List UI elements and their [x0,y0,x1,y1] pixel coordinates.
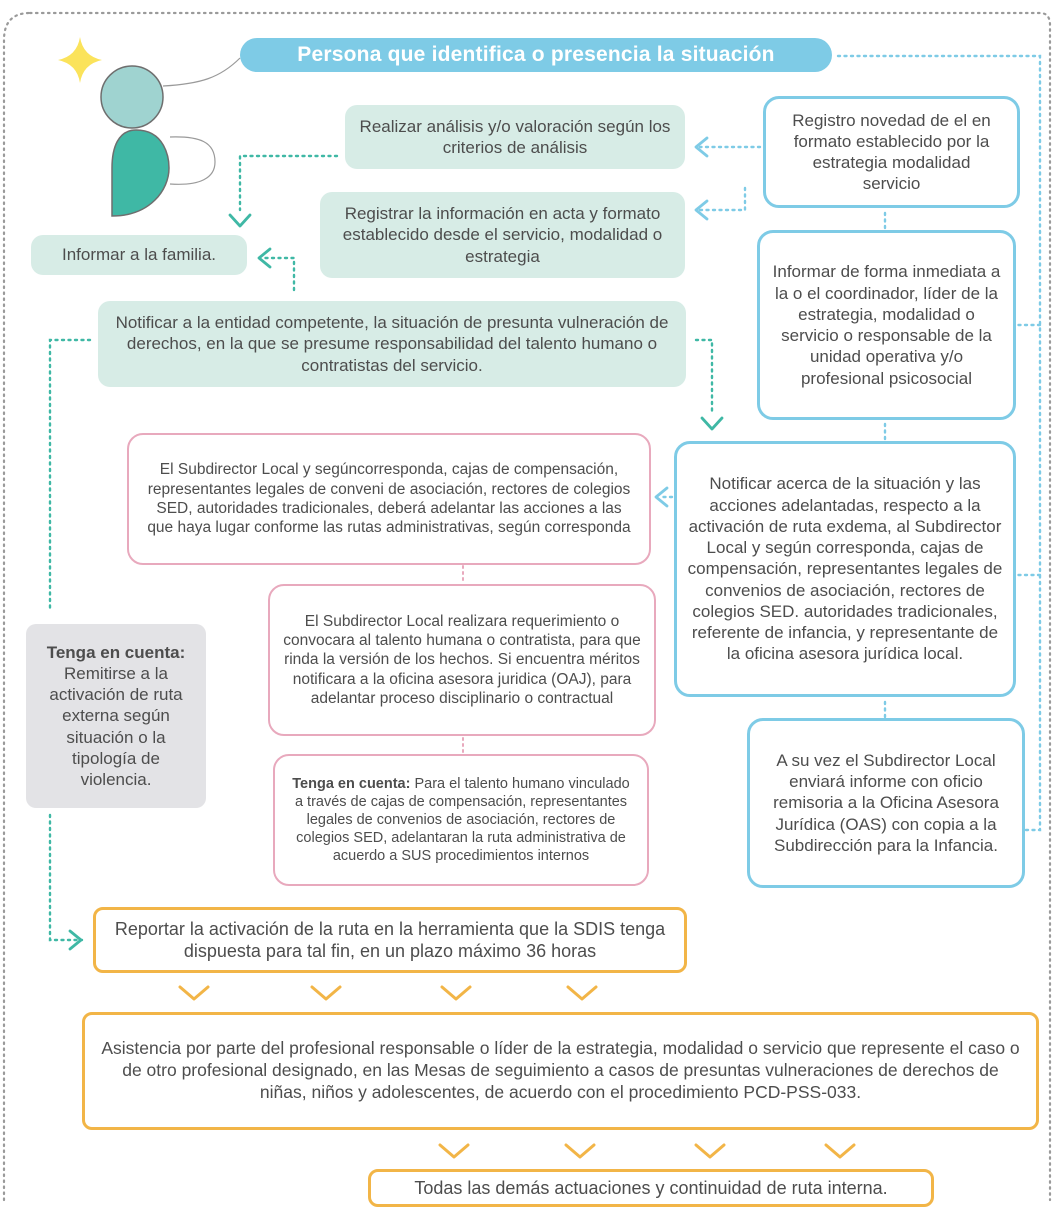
inform-coordinator-step: Informar de forma inmediata a la o el co… [757,230,1016,420]
requirement-step: El Subdirector Local realizara requerimi… [268,584,656,736]
notify-authority-step: Notificar a la entidad competente, la si… [98,301,686,387]
inform-family-step: Informar a la familia. [31,235,247,275]
chevron-down-icon [694,1143,726,1159]
report-route-step: Reportar la activación de la ruta en la … [93,907,687,973]
pink-note-label: Tenga en cuenta: [292,775,411,792]
chevron-left-icon [694,136,709,158]
notify-actions-step: Notificar acerca de la situación y las a… [674,441,1016,697]
chevron-right-icon [68,929,83,951]
chevron-down-icon [228,213,252,228]
chevron-down-icon [178,985,210,1001]
pink-note-text: Para el talento humano vinculado a travé… [294,775,630,865]
chevron-down-icon [438,1143,470,1159]
chevron-left-icon [654,486,669,508]
chevron-left-icon [257,247,272,269]
registry-step: Registro novedad de el en formato establ… [763,96,1020,208]
assistance-step: Asistencia por parte del profesional res… [82,1012,1039,1130]
chevron-down-icon [700,416,724,431]
person-body [111,129,170,217]
register-step: Registrar la información en acta y forma… [320,192,685,278]
person-head [100,65,164,129]
local-subdirector-step: El Subdirector Local y segúncorresponda,… [127,433,651,565]
chevron-down-icon [440,985,472,1001]
star-icon [58,37,102,83]
chevron-down-icon [824,1143,856,1159]
subdirector-report-step: A su vez el Subdirector Local enviará in… [747,718,1025,888]
grey-note: Tenga en cuenta: Remitirse a la activaci… [26,624,206,808]
grey-note-text: Remitirse a la activación de ruta extern… [49,663,183,790]
page-title: Persona que identifica o presencia la si… [240,38,832,72]
chevron-down-icon [566,985,598,1001]
chevron-left-icon [694,199,709,221]
chevron-down-icon [310,985,342,1001]
final-step: Todas las demás actuaciones y continuida… [368,1169,934,1207]
outer-frame [2,11,1052,1202]
grey-note-label: Tenga en cuenta: [46,642,186,662]
analysis-step: Realizar análisis y/o valoración según l… [345,105,685,169]
chevron-down-icon [564,1143,596,1159]
pink-note: Tenga en cuenta: Para el talento humano … [273,754,649,886]
